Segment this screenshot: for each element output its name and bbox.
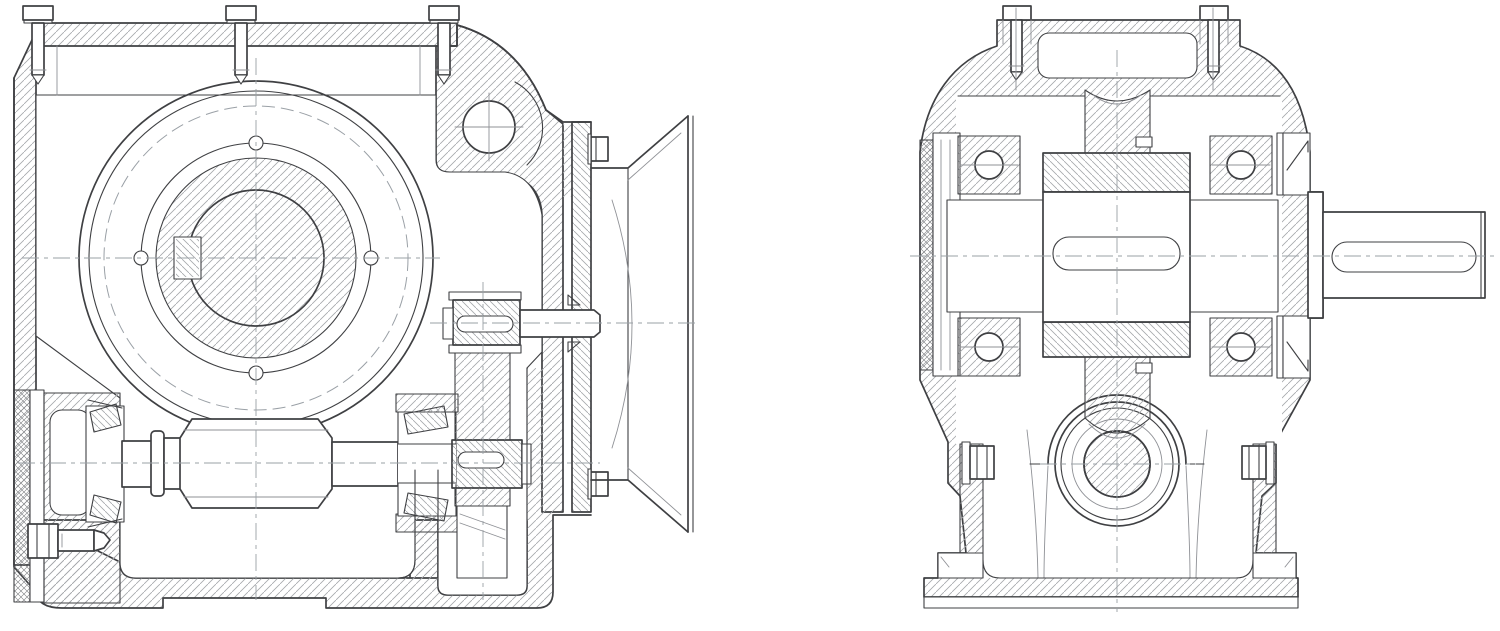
centerlines-front <box>18 58 700 600</box>
side-section-view <box>910 5 1497 612</box>
cover-bolts-side <box>1002 5 1229 81</box>
output-shaft-keyway <box>1331 241 1477 273</box>
side-bolts <box>961 441 1275 485</box>
side-bolt-right <box>1241 441 1275 485</box>
gasket <box>13 389 31 603</box>
foot-right <box>1252 552 1297 579</box>
rim-bottom <box>1084 356 1151 434</box>
wheel-hub <box>1042 152 1191 358</box>
cover-bolt-3 <box>428 5 460 85</box>
taper-roller-upper-left <box>89 403 122 433</box>
gear-pocket <box>397 367 528 596</box>
worm-shaft-assembly <box>13 389 532 604</box>
gear-bottom <box>456 505 508 579</box>
pinion-keyway <box>456 315 514 333</box>
taper-roller-lower-left <box>89 494 122 524</box>
hub-keyway <box>457 451 505 469</box>
lock-pin-upper <box>1135 136 1153 148</box>
ball-bearing-left <box>957 135 1021 377</box>
vertical-gear-assembly <box>397 291 601 596</box>
hub-keyway <box>1052 236 1181 271</box>
seal-collar <box>150 430 165 497</box>
front-section-view <box>13 5 700 609</box>
centerlines-side <box>910 7 1497 612</box>
base-fill <box>36 368 553 608</box>
belt-cone <box>590 115 694 533</box>
cover-bolt-1 <box>22 5 54 85</box>
top-cover-bolts <box>22 5 460 85</box>
foot-left <box>937 552 984 579</box>
lock-pin-lower <box>1135 362 1153 374</box>
worm-wheel-rim <box>1084 89 1153 439</box>
cover-bolt-2 <box>225 5 257 85</box>
stub-shaft <box>519 309 601 338</box>
flange-bolts <box>587 133 609 500</box>
shaft-shoulder <box>1307 191 1324 319</box>
shaft-end <box>121 440 153 488</box>
cap-flange <box>29 389 45 603</box>
lifting-boss <box>454 81 544 166</box>
side-cover-bolt-1 <box>1002 5 1032 81</box>
side-cover-bolt-2 <box>1199 5 1229 81</box>
inspection-window <box>1037 32 1198 79</box>
hub-flange-top <box>1042 152 1191 193</box>
outer-outline-topright <box>456 24 592 123</box>
side-bolt-left <box>961 441 995 485</box>
drain-plug-bolt <box>27 523 111 559</box>
bolt-tip <box>93 529 111 552</box>
boss-arc <box>514 81 544 166</box>
gear-bottom-lip <box>448 344 522 354</box>
pinion-cap <box>442 307 454 340</box>
shaft-right <box>331 441 399 487</box>
flange-root <box>563 124 572 197</box>
gasket-left <box>919 139 934 371</box>
cap-recess <box>49 409 91 516</box>
base-plate <box>923 596 1299 609</box>
vertical-shaft-lower <box>454 487 511 507</box>
rim-top <box>1084 89 1151 154</box>
taper-roller-upper-right <box>403 405 449 435</box>
bore-seal-marks <box>567 294 581 353</box>
cavity-floor <box>982 559 1254 579</box>
gear-top-lip <box>448 291 522 301</box>
cone-outer <box>590 115 689 533</box>
ball-bearing-right <box>1209 135 1273 377</box>
vertical-shaft-upper <box>454 351 511 441</box>
seal-cap-right <box>1276 132 1311 379</box>
hub-flange-bottom <box>1042 321 1191 358</box>
foot-chamfers <box>940 556 1294 568</box>
